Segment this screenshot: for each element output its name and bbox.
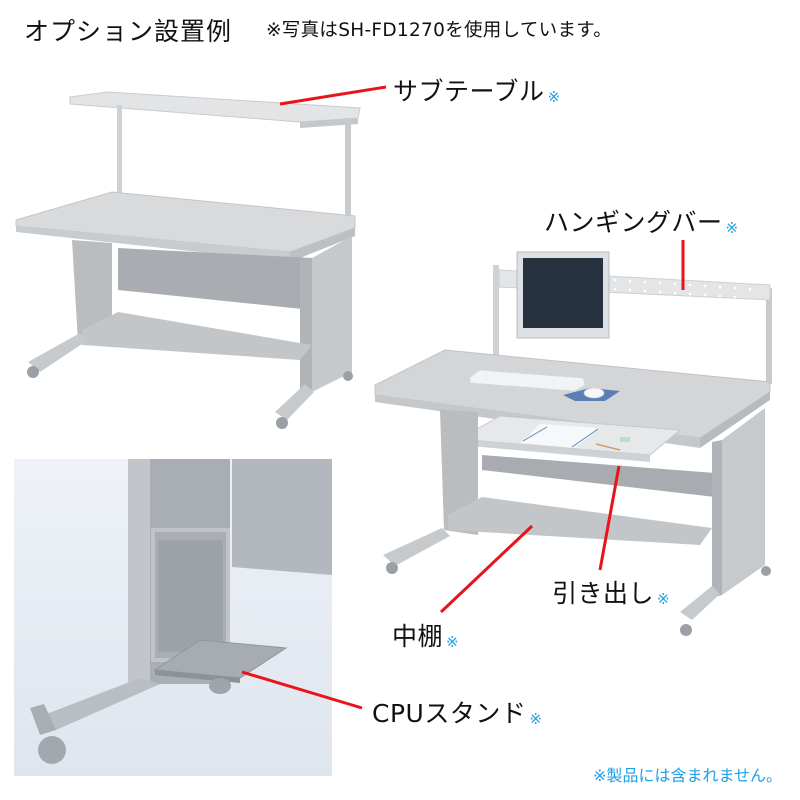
leader-line-cpu-stand — [241, 670, 363, 710]
callout-label: サブテーブル — [393, 77, 545, 106]
leader-line-drawer — [598, 465, 621, 571]
leader-line-middle-shelf — [439, 524, 534, 614]
asterisk-mark-icon: ※ — [446, 633, 460, 651]
callout-label: CPUスタンド — [372, 699, 527, 728]
photo-model-note: ※写真はSH-FD1270を使用しています。 — [266, 20, 612, 41]
asterisk-mark-icon: ※ — [657, 590, 671, 608]
callout-drawer: 引き出し※ — [552, 574, 670, 610]
callout-label: 中棚 — [392, 622, 444, 651]
callout-middle-shelf: 中棚※ — [392, 617, 459, 653]
asterisk-mark-icon: ※ — [529, 710, 543, 728]
callout-hanging-bar: ハンギングバー※ — [544, 203, 739, 239]
callout-cpu-stand: CPUスタンド※ — [372, 694, 542, 730]
leader-lines — [241, 85, 685, 710]
asterisk-mark-icon: ※ — [547, 88, 561, 106]
callout-label: ハンギングバー — [544, 208, 723, 237]
leader-line-sub-table — [279, 85, 387, 106]
callout-label: 引き出し — [552, 579, 655, 608]
not-included-footnote: ※製品には含まれません。 — [593, 766, 782, 785]
callout-sub-table: サブテーブル※ — [393, 72, 561, 108]
desk-with-hanging-bar-image — [374, 251, 772, 636]
page-title: オプション設置例 — [24, 17, 233, 46]
asterisk-mark-icon: ※ — [725, 219, 739, 237]
desk-with-sub-table-image — [15, 91, 361, 429]
cpu-stand-closeup-image — [14, 459, 332, 776]
